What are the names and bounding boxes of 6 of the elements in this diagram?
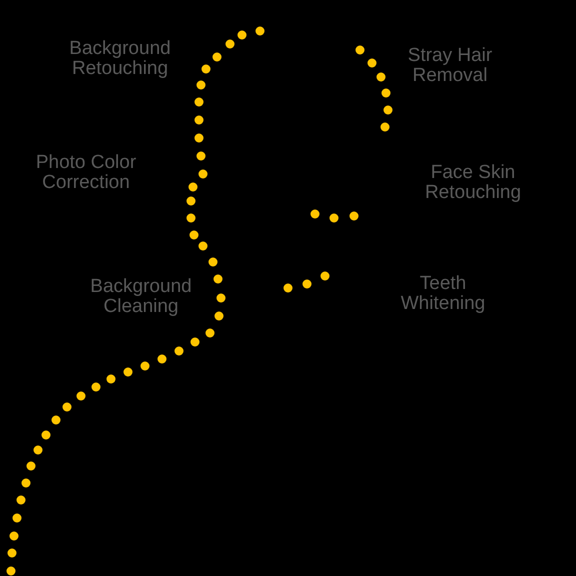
feature-label: Stray Hair Removal — [406, 46, 494, 86]
feature-label: Background Cleaning — [89, 277, 193, 317]
feature-label: Background Retouching — [68, 39, 172, 79]
feature-label: Teeth Whitening — [400, 274, 486, 314]
feature-label: Face Skin Retouching — [424, 163, 522, 203]
feature-label: Photo Color Correction — [34, 153, 138, 193]
